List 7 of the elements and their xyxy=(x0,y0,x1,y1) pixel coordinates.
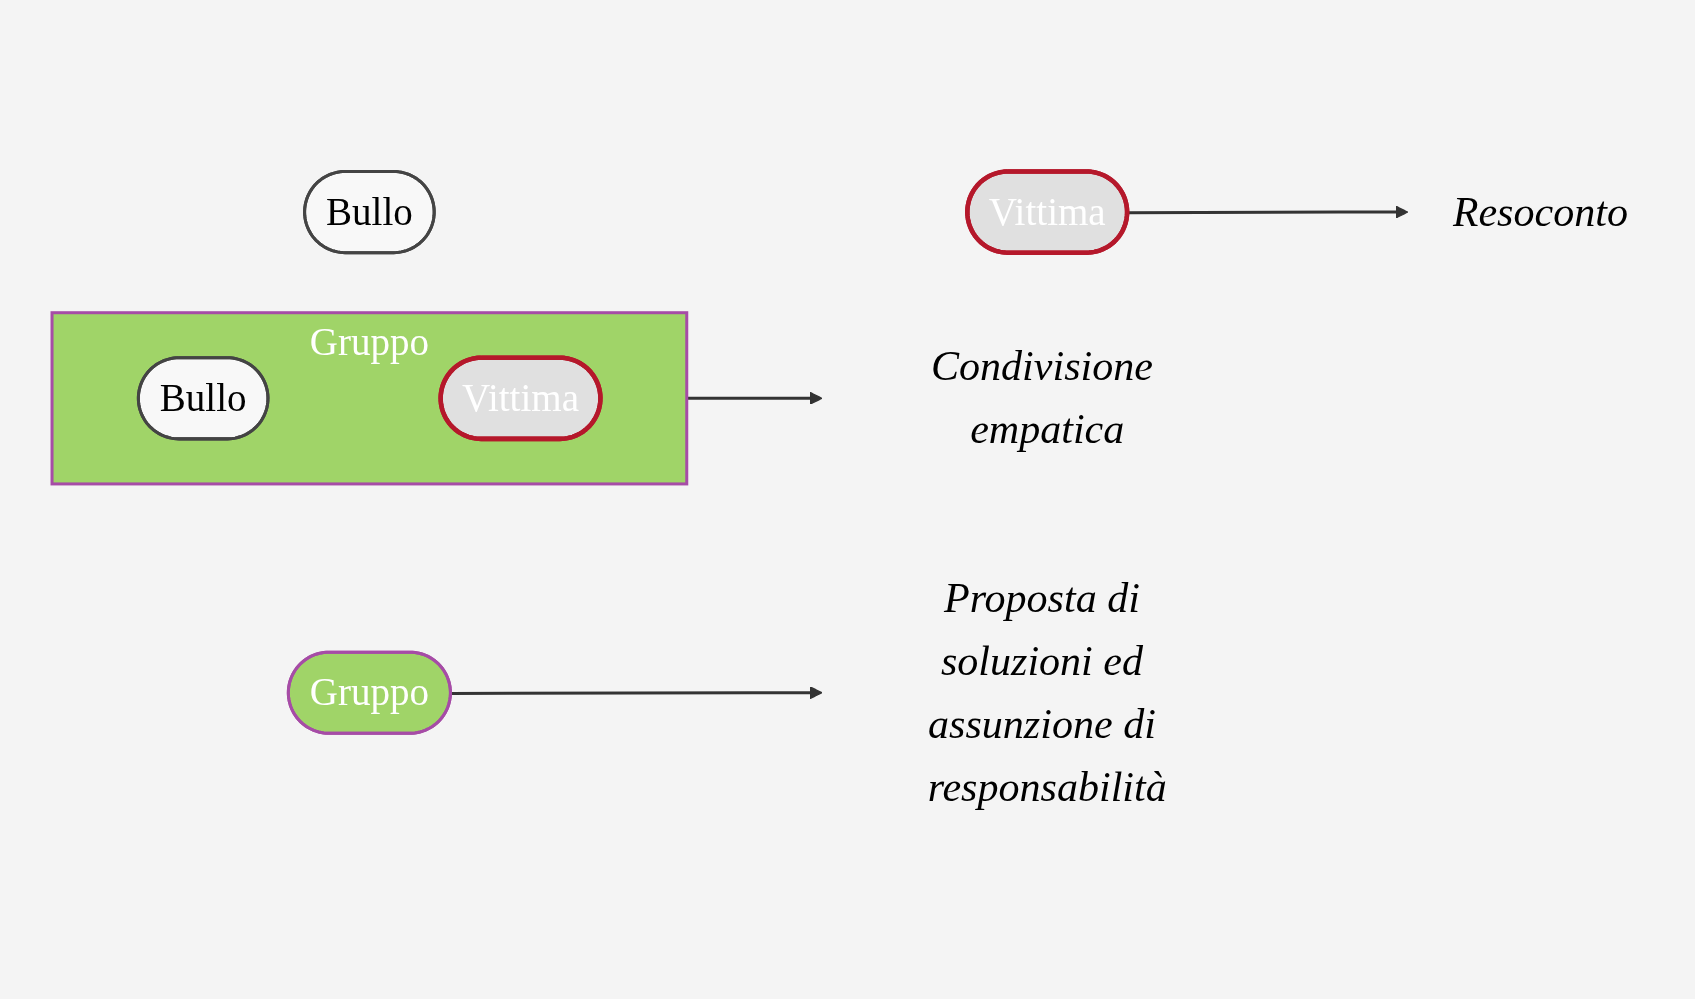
arrow xyxy=(686,391,823,405)
arrow xyxy=(1127,205,1409,219)
node-text: Proposta di soluzioni ed assunzione di responsabilità xyxy=(927,573,1167,810)
node-text: Condivisione empatica xyxy=(930,342,1153,453)
arrow xyxy=(451,685,823,700)
cluster xyxy=(50,311,689,486)
node-text: Resoconto xyxy=(1452,187,1628,235)
